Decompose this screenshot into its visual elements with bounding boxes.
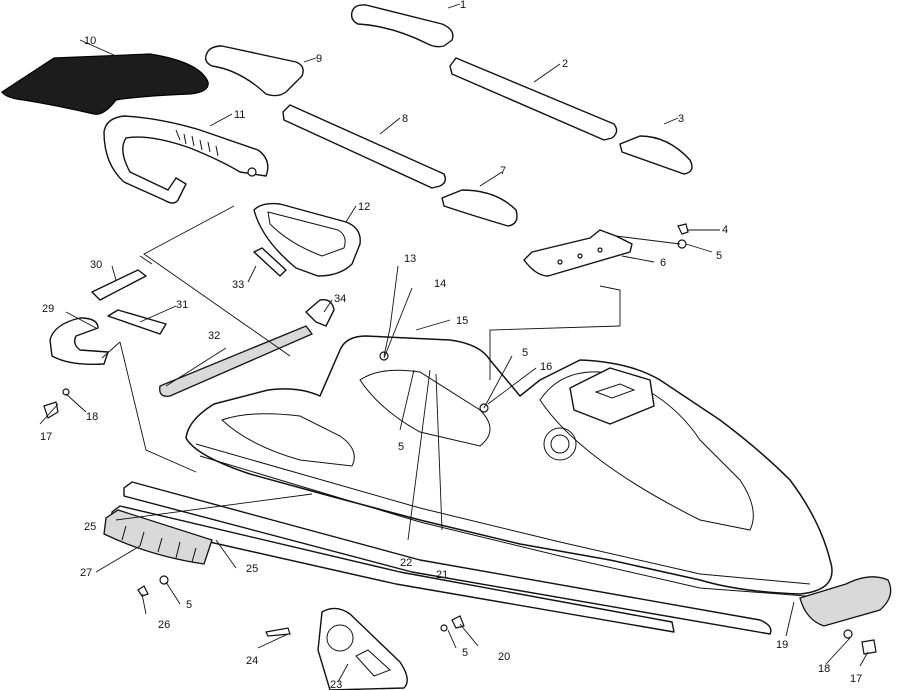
hull-footwell	[359, 369, 491, 447]
part-3-pad	[619, 135, 693, 175]
hull-fill-port	[543, 427, 577, 461]
part-7-pad	[441, 189, 518, 227]
part-10-mat	[1, 53, 209, 115]
callout-29: 29	[42, 303, 54, 315]
callout-31: 31	[176, 299, 188, 311]
hull-gunwale-lower	[199, 455, 807, 597]
callout-27: 27	[80, 567, 92, 579]
callout-23: 23	[330, 679, 342, 690]
callout-30: 30	[90, 259, 102, 271]
callout-10: 10	[84, 35, 96, 47]
part-27-vent-louvers	[121, 525, 197, 563]
hull-fill-port-inner	[550, 434, 570, 454]
callout-15: 15	[456, 315, 468, 327]
callout-2: 2	[562, 58, 568, 70]
hull-control-window	[594, 383, 636, 399]
part-19-bow-bumper	[799, 576, 892, 627]
part-8-pad	[282, 104, 447, 189]
part-17-plug	[43, 401, 59, 419]
part-11-handle-slots	[175, 129, 219, 157]
part-30-block	[91, 269, 147, 301]
callout-17b: 17	[850, 673, 862, 685]
callout-25: 25	[84, 521, 96, 533]
part-27-vent	[103, 509, 213, 565]
part-1-pad	[350, 4, 454, 48]
callout-16: 16	[540, 361, 552, 373]
part-23-port	[326, 624, 354, 652]
part-5-washer	[440, 624, 448, 632]
part-11-handle-eye	[247, 167, 257, 177]
callout-26: 26	[158, 619, 170, 631]
callout-12: 12	[358, 201, 370, 213]
hull-deck	[185, 335, 833, 595]
callout-34: 34	[334, 293, 346, 305]
callout-14: 14	[434, 278, 446, 290]
callout-5b: 5	[522, 347, 528, 359]
callout-32: 32	[208, 330, 220, 342]
callout-3: 3	[678, 113, 684, 125]
callout-25b: 25	[246, 563, 258, 575]
callout-5c: 5	[398, 441, 404, 453]
part-2-pad	[449, 57, 618, 141]
callout-5e: 5	[462, 647, 468, 659]
part-11-handle	[103, 115, 269, 204]
callout-6: 6	[660, 257, 666, 269]
hull-seat-well	[221, 413, 355, 467]
relationship-lines	[101, 205, 621, 473]
callout-5d: 5	[186, 599, 192, 611]
callout-7: 7	[500, 165, 506, 177]
callout-18b: 18	[818, 663, 830, 675]
part-6-hole	[577, 253, 583, 259]
callout-24: 24	[246, 655, 258, 667]
callout-21: 21	[436, 569, 448, 581]
callout-1: 1	[460, 0, 466, 11]
part-9-pad	[204, 45, 304, 97]
callout-8: 8	[402, 113, 408, 125]
part-6-hole	[557, 259, 563, 265]
callout-11: 11	[234, 109, 245, 121]
part-23-side-panel	[317, 607, 408, 690]
callout-4: 4	[722, 224, 728, 236]
part-6-hole	[597, 247, 603, 253]
callout-20: 20	[498, 651, 510, 663]
callout-5: 5	[716, 250, 722, 262]
part-31-block	[107, 309, 167, 335]
part-12-bin-opening	[267, 211, 346, 257]
hull-console	[539, 371, 754, 531]
callout-33: 33	[232, 279, 244, 291]
part-25-rail-upper	[123, 481, 772, 635]
part-33-clip	[253, 247, 287, 277]
leader-lines	[39, 3, 869, 683]
callout-19: 19	[776, 639, 788, 651]
hull-gunwale	[195, 443, 811, 585]
part-18-screw	[62, 388, 70, 396]
part-6-bracket	[523, 229, 633, 277]
part-32-strip	[159, 325, 314, 397]
part-29-panel	[49, 317, 109, 366]
hull-control-box	[569, 367, 655, 425]
callout-17: 17	[40, 431, 52, 443]
part-23-slot	[355, 649, 391, 677]
part-18-screw	[843, 629, 853, 639]
callout-9: 9	[316, 53, 322, 65]
part-24-screw	[265, 627, 291, 637]
part-4-screw	[677, 223, 689, 235]
part-12-bin	[253, 202, 361, 277]
part-17-plug	[861, 639, 877, 655]
part-34-cap	[305, 299, 335, 327]
callout-18: 18	[86, 411, 98, 423]
callout-13: 13	[404, 253, 416, 265]
callout-22: 22	[400, 557, 412, 569]
part-26-screw	[137, 585, 149, 597]
